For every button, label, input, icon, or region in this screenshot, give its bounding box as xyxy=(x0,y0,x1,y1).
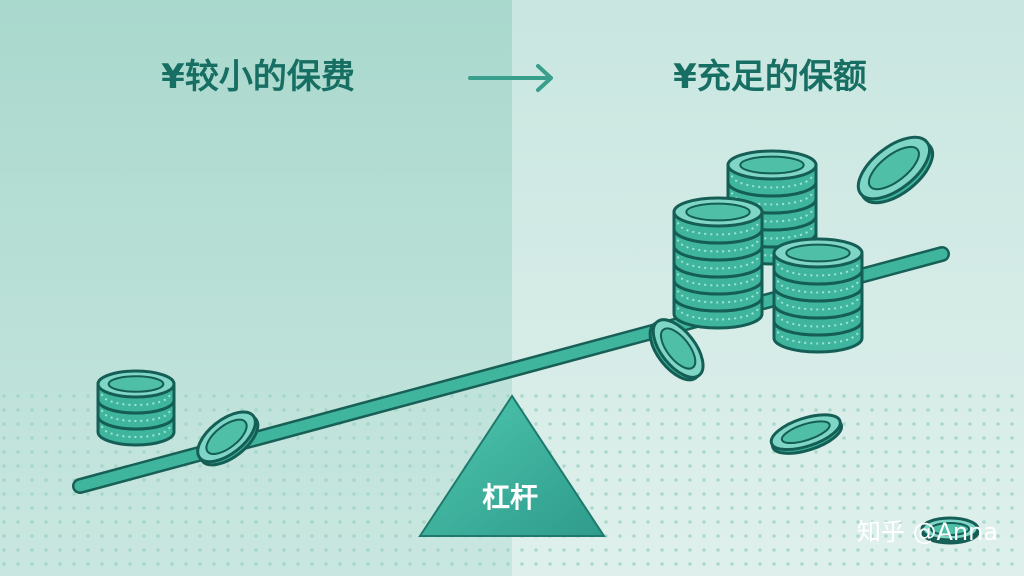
fulcrum-label: 杠杆 xyxy=(481,481,538,514)
coin-icon xyxy=(96,369,176,415)
headline-small-premium: ¥较小的保费 xyxy=(161,57,355,97)
coin-stack-icon xyxy=(672,196,764,330)
fulcrum-icon xyxy=(418,394,606,537)
coin-icon xyxy=(672,196,764,245)
coin-icon xyxy=(856,135,935,205)
coin-stack-icon xyxy=(772,237,864,354)
coin-icon xyxy=(920,516,980,545)
coin-icon xyxy=(726,149,818,198)
watermark: 知乎 @Anna xyxy=(856,518,998,546)
coin-icon xyxy=(648,318,705,382)
coin-icon xyxy=(772,237,864,286)
headline-sufficient-coverage: ¥充足的保额 xyxy=(673,57,867,97)
coin-stack-icon xyxy=(96,369,176,447)
coin-icon xyxy=(769,413,844,455)
coin-icon xyxy=(196,410,260,467)
arrow-right-icon xyxy=(468,64,553,92)
